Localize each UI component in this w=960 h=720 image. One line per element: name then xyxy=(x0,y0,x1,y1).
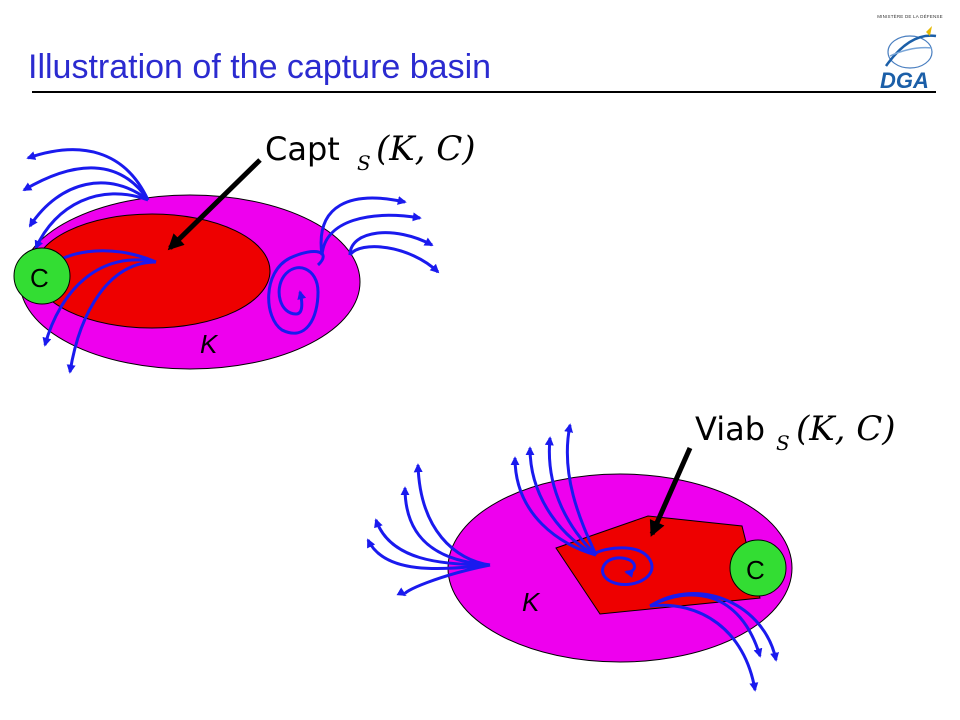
trajectory-bottom-1 xyxy=(413,463,491,567)
slide-title: Illustration of the capture basin xyxy=(28,48,492,86)
trajectory-top-6 xyxy=(42,258,157,347)
trajectory-top-10 xyxy=(348,231,434,256)
trajectory-bottom-7 xyxy=(525,446,597,557)
pointer-arrow-top xyxy=(167,158,262,251)
logo-acronym: DGA xyxy=(880,68,929,93)
target-c-bottom xyxy=(729,539,787,597)
viab-arguments: (K, C) xyxy=(796,409,896,449)
trajectory-bottom-12 xyxy=(649,603,759,692)
title-underline xyxy=(32,91,936,93)
trajectory-top-8 xyxy=(319,196,407,256)
viab-subscript: S xyxy=(776,431,790,455)
target-c-label-top: C xyxy=(30,263,49,293)
trajectory-bottom-5 xyxy=(396,563,491,597)
pointer-arrow-bottom xyxy=(649,446,693,537)
trajectory-top-3 xyxy=(28,181,149,228)
trajectory-bottom-8 xyxy=(544,436,598,557)
trajectory-bottom-6 xyxy=(510,456,597,557)
viab-word: Viab xyxy=(695,410,765,448)
bottom-diagram: C K Viab S (K, C) xyxy=(366,409,896,692)
target-c-top xyxy=(13,247,71,305)
capt-word: Capt xyxy=(265,130,340,168)
domain-k-label-top: K xyxy=(200,329,219,359)
bottom-trajectories xyxy=(366,423,779,692)
capt-subscript: S xyxy=(357,151,371,175)
top-trajectories xyxy=(22,148,440,374)
trajectory-top-11 xyxy=(348,245,440,274)
domain-k-label-bottom: K xyxy=(522,587,541,617)
trajectory-top-7 xyxy=(66,260,157,374)
trajectory-bottom-9 xyxy=(564,423,598,556)
trajectory-top-1 xyxy=(26,148,150,201)
logo-ministry-text: MINISTÈRE DE LA DÉFENSE xyxy=(877,14,943,19)
dga-logo: MINISTÈRE DE LA DÉFENSE DGA xyxy=(870,8,950,94)
trajectory-top-9 xyxy=(320,212,422,256)
top-diagram: C K Capt S (K, C) xyxy=(13,129,476,374)
logo-emblem-icon xyxy=(884,26,937,69)
trajectory-bottom-11 xyxy=(649,592,779,662)
trajectory-bottom-3 xyxy=(374,518,491,567)
trajectory-top-4 xyxy=(34,192,149,250)
target-c-label-bottom: C xyxy=(746,555,765,585)
spiral-trajectory-bottom xyxy=(595,546,654,587)
spiral-trajectory-top xyxy=(267,250,325,335)
capt-arguments: (K, C) xyxy=(376,129,476,169)
trajectory-bottom-4 xyxy=(366,538,491,570)
trajectory-top-2 xyxy=(22,166,150,201)
